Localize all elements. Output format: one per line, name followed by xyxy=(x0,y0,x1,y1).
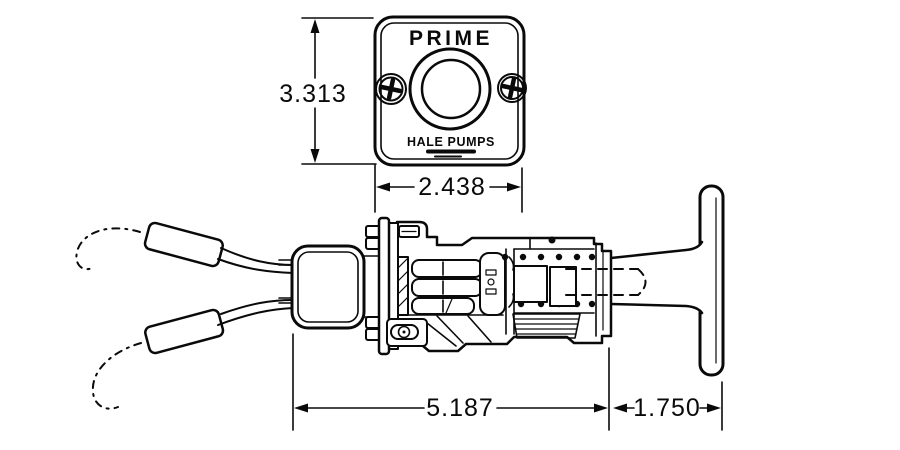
arrow-right-icon xyxy=(507,182,521,192)
dim-value-body-length: 5.187 xyxy=(426,394,494,422)
dimension-body-length: 5.187 xyxy=(292,333,610,431)
arrow-left-icon xyxy=(613,403,627,413)
bottom-bolt-boss xyxy=(386,318,457,347)
thread-hatching xyxy=(512,313,581,339)
arrow-down-icon xyxy=(310,149,320,163)
primer-pump-side-view xyxy=(75,184,725,410)
connector-housing xyxy=(278,244,380,330)
handle-knob xyxy=(698,184,725,377)
fine-print-smudge xyxy=(426,149,476,158)
valve-section xyxy=(501,236,647,339)
arrow-right-icon xyxy=(707,403,721,413)
faceplate-label: PRIME xyxy=(409,27,493,50)
left-screw-icon xyxy=(375,73,407,105)
dimension-plate-height: 3.313 xyxy=(279,17,377,165)
handle-shaft xyxy=(609,240,704,315)
faceplate-outer-edge xyxy=(373,15,526,167)
dim-value-plate-height: 3.313 xyxy=(279,80,347,108)
hidden-plunger-dashed xyxy=(565,268,647,296)
upper-wire xyxy=(75,221,294,274)
dimension-handle-length: 1.750 xyxy=(613,381,723,431)
arrow-up-icon xyxy=(310,19,320,33)
primer-button-hole xyxy=(408,47,492,131)
mounting-flange xyxy=(365,216,399,356)
dimension-plate-width: 2.438 xyxy=(374,164,523,213)
dim-value-handle-length: 1.750 xyxy=(633,394,701,422)
arrow-left-icon xyxy=(376,182,390,192)
faceplate-brand: HALE PUMPS xyxy=(407,135,495,149)
dim-value-plate-width: 2.438 xyxy=(418,173,486,201)
arrow-left-icon xyxy=(294,403,308,413)
right-screw-icon xyxy=(497,73,527,103)
faceplate-front-view: PRIME HALE PUMPS xyxy=(373,15,527,167)
spring-coils-top xyxy=(501,253,596,261)
arrow-right-icon xyxy=(594,403,608,413)
lower-wire xyxy=(91,299,294,410)
